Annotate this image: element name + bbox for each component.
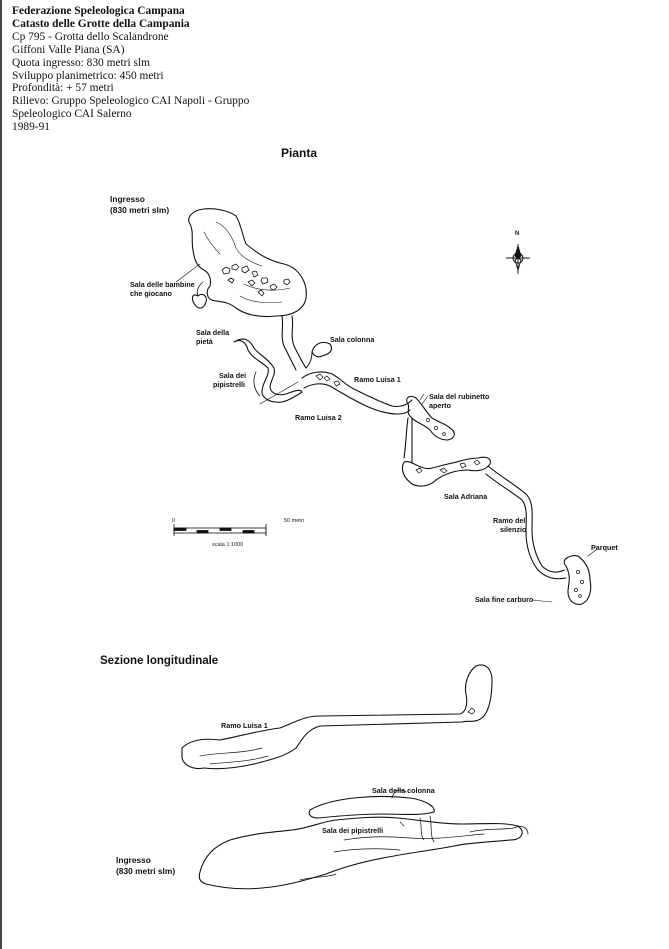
plan-sala-rubinetto [406,395,455,441]
plan-parquet [563,555,592,605]
plan-sala-adriana [401,456,491,487]
plan-label-sala-rubinetto: Sala del rubinetto [429,392,490,401]
plan-sala-pipistrelli [233,338,303,403]
scale-end-label: 50 metri [284,518,304,524]
plan-label-ramo-silenzio-2: silenzio [500,525,527,534]
header-survey-2: Speleologico CAI Salerno [12,108,132,121]
plan-label-ramo-silenzio: Ramo del [493,516,526,525]
header-development: Sviluppo planimetrico: 450 metri [12,69,164,82]
scale-bar [173,524,267,536]
plan-label-sala-pipistrelli-2: pipistrelli [213,380,245,389]
plan-leader-bambine [175,263,201,283]
page-left-border [0,0,2,949]
header-cave-name: Cp 795 - Grotta dello Scalandrone [12,30,169,43]
plan-label-sala-colonna: Sala colonna [330,335,375,344]
section-lower-main [198,816,523,890]
header-federation: Federazione Speleologica Campana [12,5,185,17]
section-label-ingresso-altitude: (830 metri slm) [116,866,176,876]
plan-ramo-silenzio [487,465,565,573]
header-depth: Profondità: + 57 metri [12,82,114,95]
section-title: Sezione longitudinale [100,655,219,667]
plan-label-ingresso: Ingresso [110,194,145,204]
compass-north-letter: N [515,231,520,237]
plan-parquet-blocks [574,570,584,598]
plan-ramo-luisa-blocks [315,373,341,387]
plan-label-ramo-luisa-1: Ramo Luisa 1 [354,375,401,384]
plan-contour-line [215,221,263,267]
plan-sala-colonna [311,341,333,358]
plan-label-sala-rubinetto-2: aperto [429,401,451,410]
section-label-sala-pipistrelli: Sala dei pipistrelli [322,826,384,835]
header-location: Giffoni Valle Piana (SA) [12,43,125,56]
plan-entrance-chamber [188,208,307,318]
section-lower-upper-gallery [308,795,435,819]
section-upper-ramo-luisa [181,664,493,770]
plan-contour-line [239,295,283,304]
plan-contour-line [203,231,221,255]
plan-label-sala-fine-carburo: Sala fine carburo [475,595,534,604]
plan-label-sala-adriana: Sala Adriana [444,492,488,501]
header-altitude: Quota ingresso: 830 metri slm [12,56,150,69]
header-block: Federazione Speleologica Campana Catasto… [12,5,249,134]
plan-label-sala-pieta-2: pietà [196,337,213,346]
plan-rock-blocks [221,263,291,297]
plan-label-sala-pipistrelli: Sala dei [219,371,247,380]
plan-label-parquet: Parquet [591,543,618,552]
header-years: 1989-91 [12,121,50,134]
plan-sala-bambine [191,293,207,309]
scale-start-label: 0 [172,518,176,524]
plan-label-sala-pieta: Sala della [196,328,230,337]
plan-label-ramo-luisa-2: Ramo Luisa 2 [295,413,342,422]
plan-label-sala-bambine-2: che giocano [130,289,172,298]
plan-sala-adriana-blocks [415,459,481,474]
plan-passage-adriana [403,417,409,459]
plan-contour-line [243,283,291,291]
header-catasto: Catasto delle Grotte della Campania [12,17,190,30]
scale-ratio-label: scala 1:1000 [212,542,244,548]
section-label-sala-colonna: Sala della colonna [372,786,435,795]
plan-title: Pianta [281,146,318,160]
section-label-ingresso: Ingresso [116,855,151,865]
plan-ramo-luisa [301,371,413,408]
section-label-ramo-luisa-1: Ramo Luisa 1 [221,721,268,730]
plan-passage-pieta [281,315,297,371]
header-survey-1: Rilievo: Gruppo Speleologico CAI Napoli … [12,95,250,108]
plan-label-sala-bambine: Sala delle bambine [130,280,195,289]
compass-rose-icon [506,244,530,274]
plan-label-ingresso-altitude: (830 metri slm) [110,205,170,215]
